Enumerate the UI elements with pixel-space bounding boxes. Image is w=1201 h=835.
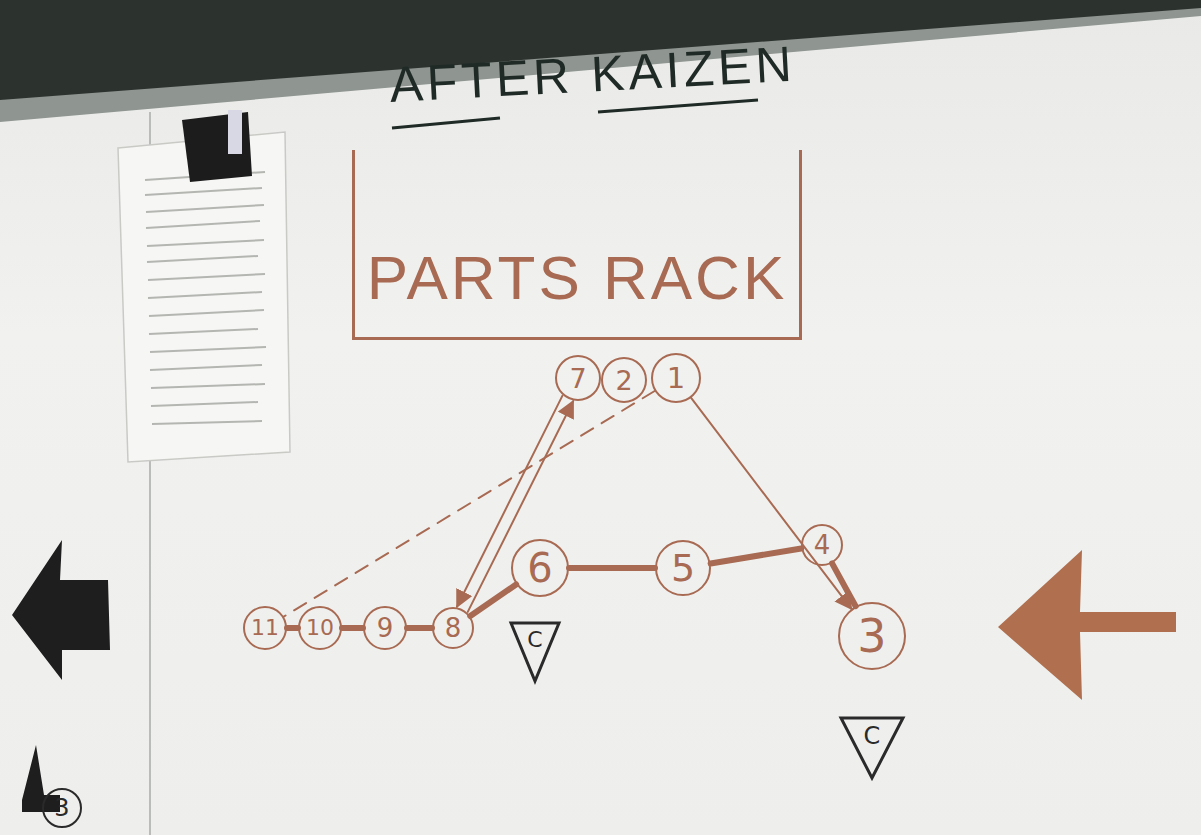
step-circle: 6 <box>511 539 569 597</box>
step-circle: 3 <box>42 788 82 828</box>
step-circle: 2 <box>601 357 647 403</box>
step-circle: 1 <box>651 353 701 403</box>
flow-arrow-left <box>12 540 110 680</box>
callout-number: C <box>864 724 881 748</box>
flow-connector <box>287 625 298 631</box>
callout-number: 9 <box>377 615 394 641</box>
callout-number: 8 <box>445 615 462 641</box>
dashed-connector <box>284 391 655 617</box>
callout-number: 3 <box>857 613 886 659</box>
flow-connector <box>711 548 802 563</box>
diagram-title: AFTER KAIZEN <box>388 35 797 114</box>
callout-number: 4 <box>814 532 831 558</box>
parts-rack-box: PARTS RACK <box>352 150 802 340</box>
clip-handle <box>228 110 242 154</box>
callout-number: 7 <box>569 365 586 392</box>
step-circle: 11 <box>243 606 287 650</box>
flow-connector <box>468 401 573 612</box>
step-circle: 10 <box>298 606 342 650</box>
callout-number: 1 <box>667 364 685 393</box>
callout-number: 11 <box>251 617 279 639</box>
posted-paper <box>118 132 290 462</box>
step-circle: 9 <box>363 606 407 650</box>
callout-number: 5 <box>671 549 695 587</box>
callout-number: 3 <box>54 796 69 820</box>
partial-arrow <box>22 745 60 812</box>
flow-connector <box>470 584 516 616</box>
triangle-outline <box>841 718 903 778</box>
flow-connector <box>691 398 851 609</box>
title-underline <box>392 118 500 128</box>
step-circle: 8 <box>432 607 474 649</box>
check-triangle: C <box>839 716 905 780</box>
callout-number: 10 <box>306 617 334 639</box>
step-circle: 5 <box>655 540 711 596</box>
check-triangle: C <box>509 621 561 683</box>
flow-connector <box>342 625 363 631</box>
flow-connector <box>457 396 562 607</box>
step-circle: 3 <box>838 602 906 670</box>
flow-connector <box>569 565 655 571</box>
flow-connector <box>407 625 432 631</box>
step-circle: 7 <box>555 355 601 401</box>
flow-arrow-right <box>998 550 1176 700</box>
triangle-outline <box>511 623 559 681</box>
board-frame <box>0 8 1201 122</box>
box-label: PARTS RACK <box>367 247 787 309</box>
step-circle: 4 <box>801 524 843 566</box>
callout-number: C <box>527 629 542 651</box>
paper-lines <box>145 172 266 424</box>
callout-number: 2 <box>615 367 632 394</box>
callout-number: 6 <box>527 548 552 588</box>
